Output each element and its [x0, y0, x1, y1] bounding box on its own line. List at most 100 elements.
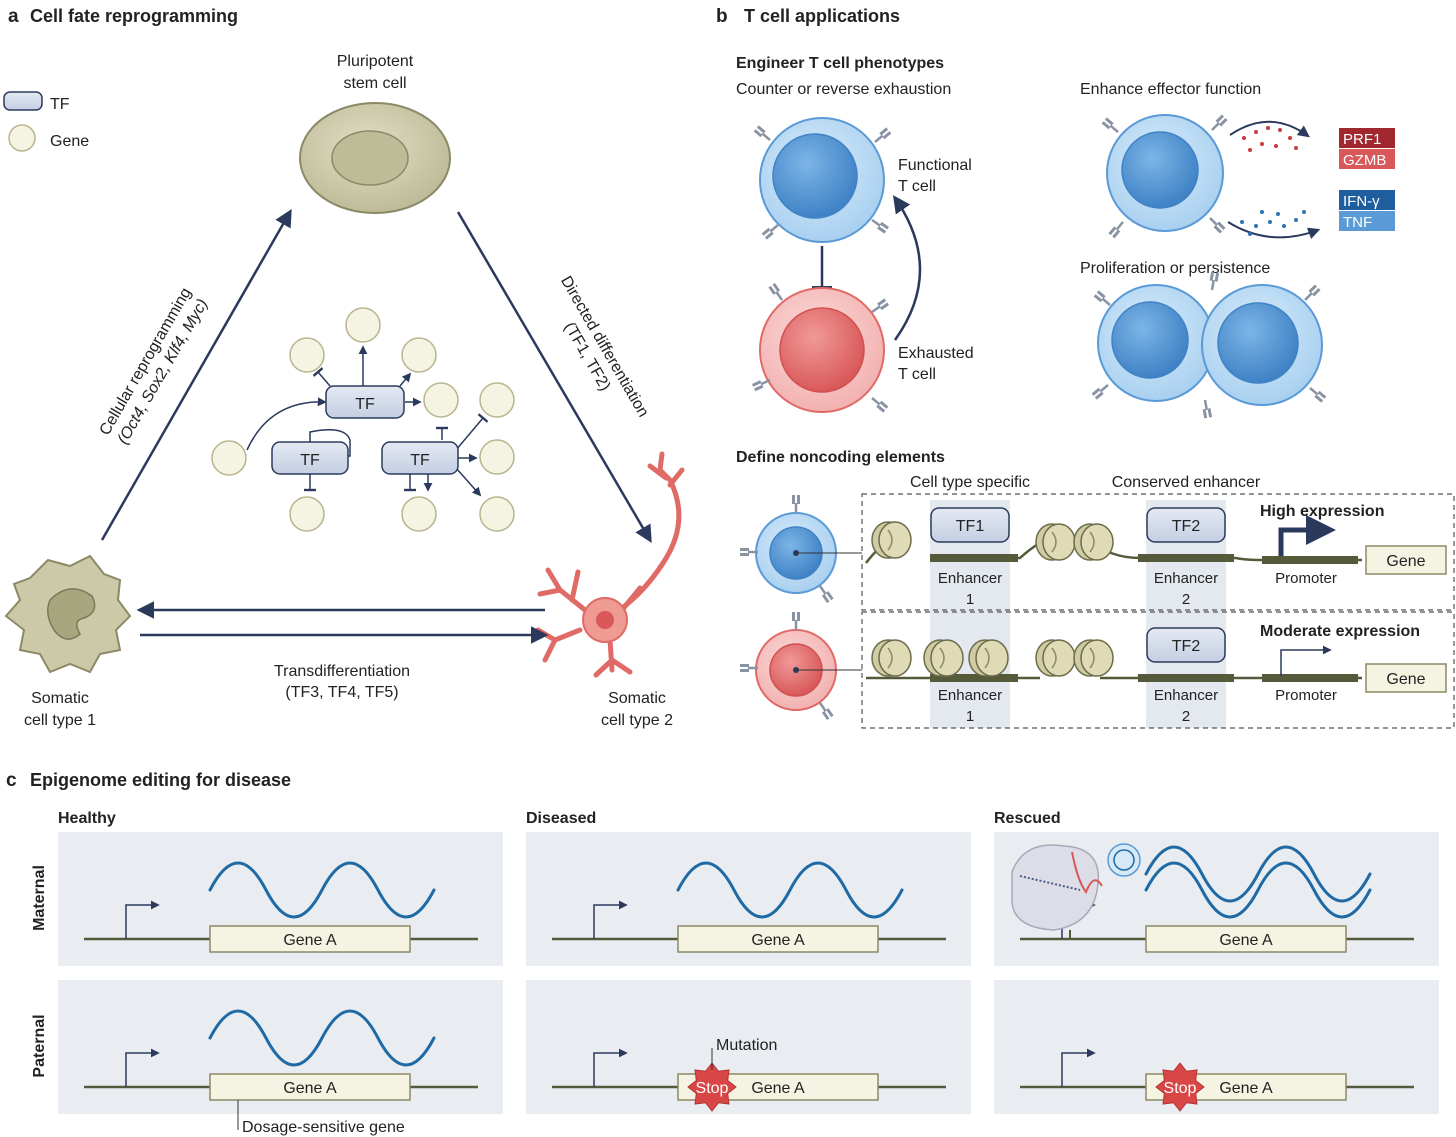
epigenome-box: Gene A	[526, 832, 971, 966]
gene-box-bottom	[1365, 663, 1447, 693]
gene-a-box	[677, 925, 879, 953]
nucleosome-icon	[1035, 523, 1076, 561]
tf2-label: TF2	[1172, 518, 1201, 535]
dcas9-effector-icon	[1011, 843, 1141, 939]
somatic2-label-2: cell type 2	[601, 712, 673, 729]
tf1-box	[930, 507, 1010, 543]
directed-label-1: Directed differentiation	[557, 273, 652, 420]
row-paternal: Paternal	[31, 1014, 48, 1077]
blue-cell-small-icon	[738, 493, 837, 605]
directed-diff-arrow	[456, 211, 652, 544]
functional-label-2: T cell	[898, 178, 936, 195]
transdiff-label-1: Transdifferentiation	[274, 663, 410, 680]
prf1-label: PRF1	[1343, 131, 1381, 148]
epigenome-box: Gene A	[58, 980, 503, 1114]
prolif-label: Proliferation or persistence	[1080, 260, 1270, 277]
mutation-label: Mutation	[716, 1037, 777, 1054]
functional-t-cell-icon	[752, 117, 893, 243]
stop-label: Stop	[696, 1080, 729, 1097]
tf-box-label: TF	[355, 396, 375, 413]
promoter-arrow	[1061, 1048, 1096, 1087]
functional-label-1: Functional	[898, 157, 972, 174]
dividing-t-cells-icon	[1090, 270, 1328, 420]
expression-wave	[208, 861, 436, 919]
promoter-label-bottom: Promoter	[1275, 687, 1337, 704]
ifng-swatch	[1339, 190, 1395, 210]
somatic2-label-1: Somatic	[608, 690, 666, 707]
stop-badge: Stop	[1155, 1062, 1205, 1112]
gene-a-box	[209, 1073, 411, 1101]
effector-labels: PRF1 GZMB IFN-γ TNF	[1339, 128, 1395, 231]
enhancer2-num-top: 2	[1182, 591, 1190, 608]
tf-network: TF TF TF	[211, 307, 515, 532]
exhausted-label-1: Exhausted	[898, 345, 974, 362]
enhancer1-segment	[930, 674, 1018, 682]
promoter-arrow	[593, 900, 628, 939]
tf2-box	[1146, 627, 1226, 663]
tf-box-label: TF	[300, 452, 320, 469]
exhausted-label-2: T cell	[898, 366, 936, 383]
panel-b: b T cell applications Engineer T cell ph…	[716, 6, 1455, 729]
tnf-swatch	[1339, 211, 1395, 231]
legend-gene-icon	[8, 124, 36, 152]
gzmb-label: GZMB	[1343, 152, 1386, 169]
high-expression-label: High expression	[1260, 503, 1384, 520]
gene-a-box	[1145, 925, 1347, 953]
pluripotent-label-2: stem cell	[343, 75, 406, 92]
noncoding-title: Define noncoding elements	[736, 449, 945, 466]
promoter-arrow	[593, 1048, 628, 1087]
enhancer1-segment	[930, 554, 1018, 562]
expression-wave	[676, 861, 904, 919]
exhausted-t-cell-icon	[750, 281, 891, 414]
column-diseased: Diseased	[526, 810, 596, 827]
effector-t-cell-icon	[1100, 113, 1229, 240]
dosage-label: Dosage-sensitive gene	[242, 1119, 405, 1136]
tf1-label: TF1	[956, 518, 985, 535]
gzmb-swatch	[1339, 149, 1395, 169]
nucleosome-icon	[871, 639, 912, 677]
enhance-label: Enhance effector function	[1080, 81, 1261, 98]
gene-a-label: Gene A	[1219, 932, 1273, 949]
nucleosome-icon	[968, 639, 1009, 677]
high-expression-arrow	[1278, 515, 1336, 556]
enhancer2-segment	[1138, 554, 1234, 562]
somatic1-label-2: cell type 1	[24, 712, 96, 729]
noncoding-frame-top	[861, 493, 1455, 611]
gene-a-label: Gene A	[283, 932, 337, 949]
engineer-title: Engineer T cell phenotypes	[736, 55, 944, 72]
counter-label: Counter or reverse exhaustion	[736, 81, 951, 98]
panel-c-title: Epigenome editing for disease	[30, 770, 291, 790]
enhancer2-label-top: Enhancer	[1154, 570, 1218, 587]
panel-c-letter: c	[6, 770, 17, 791]
row-maternal: Maternal	[31, 865, 48, 931]
secretion-arrows	[1227, 120, 1321, 239]
column-rescued: Rescued	[994, 810, 1061, 827]
nucleosome-icon	[923, 639, 964, 677]
noncoding-frame-bottom	[861, 611, 1455, 729]
panel-b-title: T cell applications	[744, 6, 900, 26]
nucleosome-icon	[1035, 639, 1076, 677]
enhancer1-label-bottom: Enhancer	[938, 687, 1002, 704]
expression-wave	[208, 1009, 436, 1067]
nucleosome-icon	[871, 521, 912, 559]
tf-box-label: TF	[410, 452, 430, 469]
gene-a-label: Gene A	[751, 932, 805, 949]
legend-tf-icon	[3, 91, 43, 111]
neuron-icon	[535, 451, 685, 678]
cell-specific-label: Cell type specific	[910, 474, 1030, 491]
promoter-label-top: Promoter	[1275, 570, 1337, 587]
column-healthy: Healthy	[58, 810, 116, 827]
promoter-arrow	[125, 900, 160, 939]
nucleosome-icon	[1073, 523, 1114, 561]
epigenome-box: Gene A	[58, 832, 503, 966]
ifng-label: IFN-γ	[1343, 193, 1380, 210]
stop-badge: Stop	[687, 1062, 737, 1112]
pluripotent-stem-cell-icon	[299, 102, 451, 214]
gene-a-box	[209, 925, 411, 953]
promoter-segment	[1262, 556, 1358, 564]
transdiff-label-2: (TF3, TF4, TF5)	[285, 684, 398, 701]
enhancer1-label-top: Enhancer	[938, 570, 1002, 587]
legend-gene-label: Gene	[50, 133, 89, 150]
red-cell-small-icon	[738, 610, 837, 722]
